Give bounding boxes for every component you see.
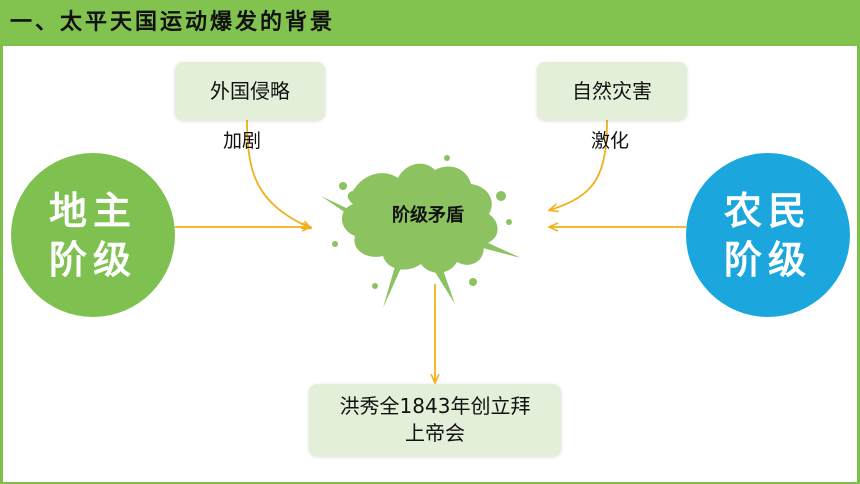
intensify-label: 激化 xyxy=(591,130,630,152)
foreign-aggression-box: 外国侵略 xyxy=(175,62,325,120)
result-label: 洪秀全1843年创立拜上帝会 xyxy=(339,394,531,445)
diagram-connectors xyxy=(175,119,686,482)
peasant-class-circle: 农民阶级 xyxy=(686,153,850,317)
landlord-class-label: 地主阶级 xyxy=(48,187,137,282)
result-box: 洪秀全1843年创立拜上帝会 xyxy=(309,384,561,456)
natural-disaster-box: 自然灾害 xyxy=(537,62,687,120)
arrow-disaster xyxy=(550,119,608,210)
peasant-class-label: 农民阶级 xyxy=(723,187,812,282)
foreign-aggression-label: 外国侵略 xyxy=(210,78,290,103)
class-contradiction-label: 阶级矛盾 xyxy=(392,205,464,226)
splash-shape xyxy=(321,155,521,308)
natural-disaster-label: 自然灾害 xyxy=(572,78,652,103)
page-title: 一、太平天国运动爆发的背景 xyxy=(10,9,336,35)
landlord-class-circle: 地主阶级 xyxy=(11,153,175,317)
aggravate-label: 加剧 xyxy=(223,130,262,152)
arrow-foreign xyxy=(246,119,310,228)
title-bar: 一、太平天国运动爆发的背景 xyxy=(0,0,860,44)
diagram-canvas: 外国侵略 加剧 自然灾害 激化 地主阶级 农民阶级 阶级矛盾 洪秀全1843年创… xyxy=(3,46,857,482)
